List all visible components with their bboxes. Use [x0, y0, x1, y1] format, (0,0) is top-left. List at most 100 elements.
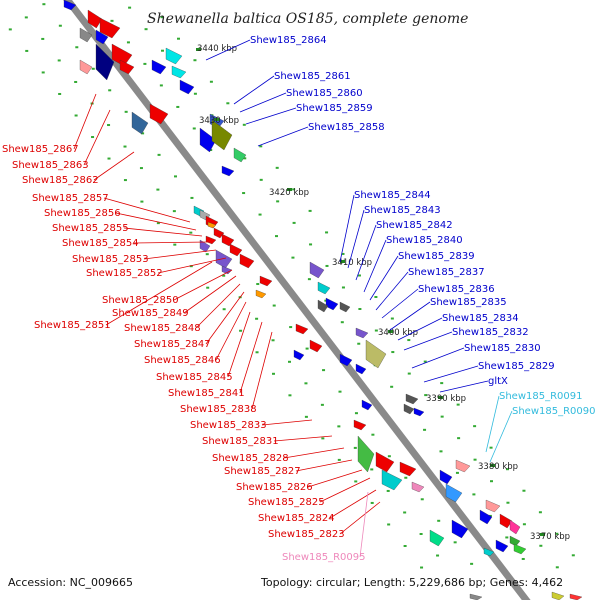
- gene-label: Shew185_2836: [418, 284, 495, 295]
- leader-line: [239, 321, 263, 394]
- gene-label: Shew185_2851: [34, 320, 111, 331]
- leader-line: [347, 209, 365, 269]
- lane-dot: [390, 385, 394, 388]
- lane-dot: [505, 536, 509, 539]
- gene-block: [131, 111, 149, 135]
- lane-dot: [123, 145, 127, 148]
- leader-line: [307, 469, 363, 488]
- leader-line: [375, 271, 409, 311]
- lane-dot: [156, 188, 160, 191]
- lane-dot: [555, 566, 559, 569]
- leader-line: [369, 255, 399, 301]
- tick-mark: [214, 118, 219, 121]
- lane-dot: [258, 213, 262, 216]
- leader-line: [339, 501, 381, 535]
- lane-dot: [470, 562, 474, 565]
- lane-dot: [110, 19, 114, 22]
- gene-label: Shew185_2860: [286, 88, 363, 99]
- leader-line: [363, 239, 387, 293]
- lane-dot: [161, 49, 164, 52]
- tick-mark: [540, 533, 545, 536]
- lane-dot: [74, 114, 78, 117]
- gene-label: Shew185_2853: [72, 254, 149, 265]
- lane-dot: [143, 62, 147, 65]
- lane-dot: [288, 360, 291, 363]
- leader-line: [397, 317, 443, 341]
- gene-label: Shew185_2850: [102, 295, 179, 306]
- lane-dot: [353, 446, 357, 449]
- leader-line: [115, 212, 197, 231]
- lane-dot: [159, 84, 163, 87]
- leader-line: [411, 347, 465, 369]
- lane-dot: [420, 566, 424, 569]
- leader-line: [123, 227, 203, 237]
- gene-block: [95, 29, 109, 45]
- leader-line: [245, 107, 297, 125]
- gene-block: [495, 539, 509, 553]
- leader-line: [143, 249, 217, 260]
- gene-block: [293, 349, 305, 361]
- tick-label: 3400 kbp: [378, 328, 418, 338]
- lane-dot: [141, 132, 145, 135]
- leader-line: [227, 311, 251, 378]
- leader-line: [261, 419, 313, 426]
- lane-dot: [371, 433, 375, 436]
- lane-dot: [289, 326, 293, 329]
- lane-dot: [292, 188, 296, 191]
- gene-block: [259, 275, 273, 287]
- lane-dot: [437, 519, 441, 522]
- leader-line: [157, 257, 227, 274]
- lane-dot: [243, 157, 247, 160]
- tick-mark: [340, 260, 345, 263]
- gene-label: Shew185_2859: [296, 103, 373, 114]
- gene-block: [99, 17, 121, 39]
- tick-mark: [490, 464, 495, 467]
- lane-dot: [423, 360, 427, 363]
- leader-line: [205, 39, 251, 61]
- lane-dot: [357, 342, 361, 345]
- gene-block: [451, 519, 469, 539]
- lane-dot: [322, 369, 326, 372]
- leader-line: [355, 224, 377, 281]
- gene-label: Shew185_2862: [22, 175, 99, 186]
- gene-block: [309, 339, 323, 353]
- lane-dot: [341, 252, 345, 255]
- gene-label: Shew185_2838: [180, 404, 257, 415]
- lane-dot: [489, 446, 493, 449]
- gene-label: Shew185_2852: [86, 268, 163, 279]
- tick-label: 3380 kbp: [478, 462, 518, 472]
- gene-block: [151, 59, 167, 75]
- gene-label: Shew185_2861: [274, 71, 351, 82]
- gene-block: [171, 65, 187, 79]
- lane-dot: [387, 455, 391, 458]
- lane-dot: [288, 394, 292, 397]
- lane-dot: [424, 394, 428, 397]
- lane-dot: [521, 557, 525, 560]
- leader-line: [485, 395, 500, 453]
- lane-dot: [140, 200, 144, 203]
- gene-label: Shew185_2848: [124, 323, 201, 334]
- lane-dot: [239, 329, 243, 332]
- lane-dot: [91, 136, 95, 139]
- leader-line: [403, 331, 453, 351]
- gene-block: [355, 327, 369, 339]
- lane-dot: [209, 80, 213, 83]
- gene-label: Shew185_2855: [52, 223, 129, 234]
- gene-label: Shew185_2823: [268, 529, 345, 540]
- lane-dot: [292, 221, 296, 224]
- lane-dot: [189, 265, 193, 268]
- lane-dot: [272, 372, 275, 375]
- gene-label: Shew185_2831: [202, 436, 279, 447]
- lane-dot: [242, 123, 246, 126]
- gene-block: [63, 0, 77, 11]
- lane-dot: [272, 304, 276, 307]
- lane-dot: [276, 200, 280, 203]
- lane-dot: [403, 511, 407, 514]
- lane-dot: [24, 16, 28, 19]
- lane-dot: [128, 6, 132, 9]
- gene-block: [317, 299, 329, 313]
- lane-dot: [338, 390, 342, 393]
- lane-dot: [439, 450, 443, 453]
- gene-block: [381, 469, 403, 491]
